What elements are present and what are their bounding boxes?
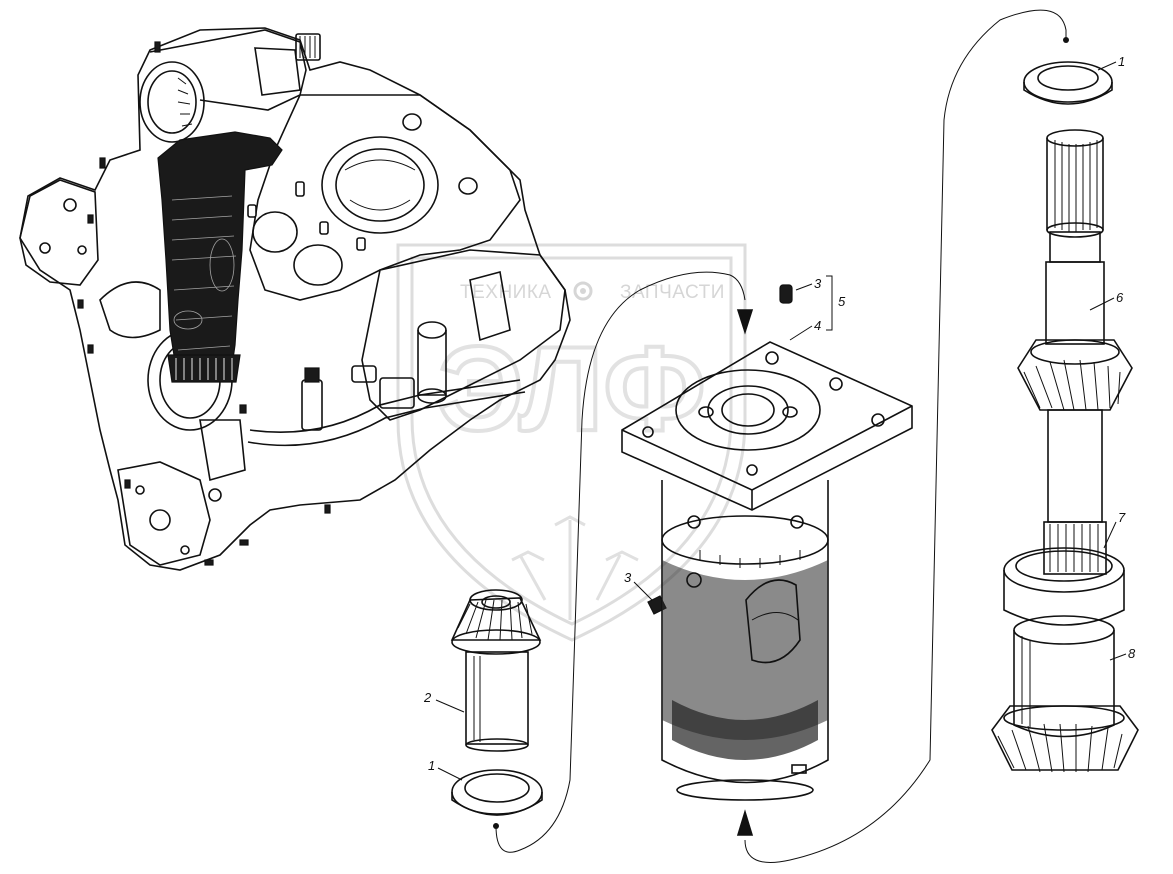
callout-3-middle: 3 [624, 570, 632, 585]
gear-sleeve-part-8 [991, 615, 1139, 773]
callout-4: 4 [814, 318, 821, 333]
callout-1-bottom: 1 [428, 758, 435, 773]
set-screw-part-3-top [779, 284, 793, 304]
washer-part-1-top [1023, 61, 1113, 105]
washer-part-1-bottom [451, 769, 543, 816]
shaft-part-6 [1017, 129, 1133, 575]
assembly-path-lines [493, 9, 1069, 863]
watermark-left-text: ТЕХНИКА [460, 282, 552, 303]
bearing-ring-part-7 [1003, 547, 1125, 626]
callout-6: 6 [1116, 290, 1124, 305]
gear-icon [573, 281, 593, 301]
callouts: 1 6 7 8 3 4 5 3 2 1 [423, 54, 1136, 781]
watermark-logo-letters: ЭЛФ [438, 322, 705, 456]
callout-7: 7 [1118, 510, 1126, 525]
callout-2: 2 [423, 690, 432, 705]
gearbox-housing [19, 27, 571, 571]
bevel-gear-part-2 [450, 589, 542, 752]
callout-5: 5 [838, 294, 846, 309]
watermark: ТЕХНИКА ЗАПЧАСТИ ЭЛФ [396, 243, 747, 642]
callout-1-top: 1 [1118, 54, 1125, 69]
housing-part-4 [621, 341, 913, 801]
callout-3-top: 3 [814, 276, 822, 291]
callout-8: 8 [1128, 646, 1136, 661]
